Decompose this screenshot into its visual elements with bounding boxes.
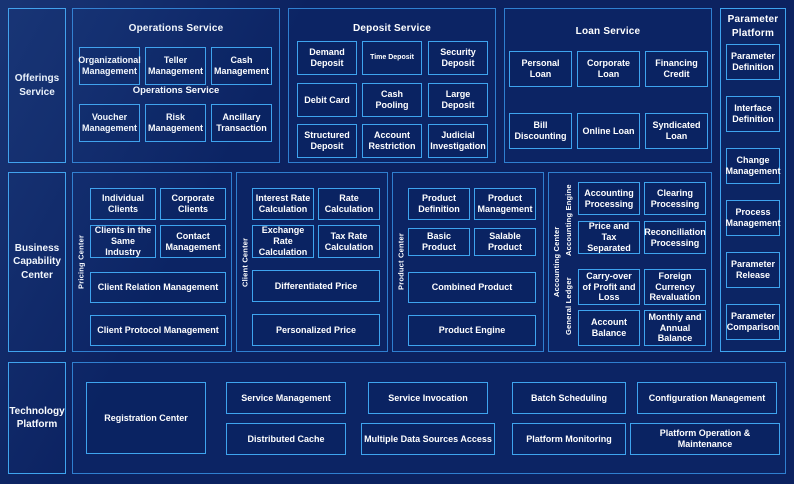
rail-offerings-service-label: Offerings Service (14, 73, 60, 98)
cell-reconciliation-processing[interactable]: Reconciliation Processing (644, 221, 706, 254)
cell-rate-calculation[interactable]: Rate Calculation (318, 188, 380, 220)
group-loan-service-title: Loan Service (575, 26, 641, 37)
cell-parameter-definition[interactable]: Parameter Definition (726, 44, 780, 80)
group-deposit-service-title: Deposit Service (352, 23, 432, 34)
vertical-label-product-center: Product Center (396, 233, 406, 291)
cell-service-invocation[interactable]: Service Invocation (368, 382, 488, 414)
cell-parameter-release[interactable]: Parameter Release (726, 252, 780, 288)
cell-demand-deposit[interactable]: Demand Deposit (297, 41, 357, 75)
cell-parameter-comparison[interactable]: Parameter Comparison (726, 304, 780, 340)
cell-client-relation-management[interactable]: Client Relation Management (90, 272, 226, 303)
cell-teller-management[interactable]: Teller Management (145, 47, 206, 85)
group-operations-service-duplicate-title: Operations Service (132, 85, 220, 96)
rail-offerings-service: Offerings Service (8, 8, 66, 163)
cell-product-engine[interactable]: Product Engine (408, 315, 536, 346)
rail-technology-platform: Technology Platform (8, 362, 66, 474)
rail-technology-platform-label: Technology Platform (9, 405, 65, 431)
cell-account-restriction[interactable]: Account Restriction (362, 124, 422, 158)
cell-debit-card[interactable]: Debit Card (297, 83, 357, 117)
cell-security-deposit[interactable]: Security Deposit (428, 41, 488, 75)
cell-cash-management[interactable]: Cash Management (211, 47, 272, 85)
vertical-label-accounting-engine: Accounting Engine (564, 184, 573, 256)
cell-platform-operation-maintenance[interactable]: Platform Operation & Maintenance (630, 423, 780, 455)
cell-distributed-cache[interactable]: Distributed Cache (226, 423, 346, 455)
cell-differentiated-price[interactable]: Differentiated Price (252, 270, 380, 302)
cell-individual-clients[interactable]: Individual Clients (90, 188, 156, 220)
cell-clients-in-the-same-industry[interactable]: Clients in the Same Industry (90, 225, 156, 258)
cell-financing-credit[interactable]: Financing Credit (645, 51, 708, 87)
cell-personalized-price[interactable]: Personalized Price (252, 314, 380, 346)
cell-monthly-and-annual-balance[interactable]: Monthly and Annual Balance (644, 310, 706, 346)
vertical-label-accounting-center: Accounting Center (552, 226, 561, 298)
cell-interface-definition[interactable]: Interface Definition (726, 96, 780, 132)
cell-product-definition[interactable]: Product Definition (408, 188, 470, 220)
group-operations-service-title: Operations Service (128, 23, 224, 34)
cell-syndicated-loan[interactable]: Syndicated Loan (645, 113, 708, 149)
cell-client-protocol-management[interactable]: Client Protocol Management (90, 315, 226, 346)
cell-personal-loan[interactable]: Personal Loan (509, 51, 572, 87)
vertical-label-client-center: Client Center (240, 237, 250, 287)
cell-tax-rate-calculation[interactable]: Tax Rate Calculation (318, 225, 380, 258)
cell-service-management[interactable]: Service Management (226, 382, 346, 414)
cell-foreign-currency-revaluation[interactable]: Foreign Currency Revaluation (644, 269, 706, 305)
cell-combined-product[interactable]: Combined Product (408, 272, 536, 303)
cell-judicial-investigation[interactable]: Judicial Investigation (428, 124, 488, 158)
cell-carry-over-of-profit-and-loss[interactable]: Carry-over of Profit and Loss (578, 269, 640, 305)
cell-structured-deposit[interactable]: Structured Deposit (297, 124, 357, 158)
cell-interest-rate-calculation[interactable]: Interest Rate Calculation (252, 188, 314, 220)
cell-platform-monitoring[interactable]: Platform Monitoring (512, 423, 626, 455)
cell-basic-product[interactable]: Basic Product (408, 228, 470, 256)
cell-ancillary-transaction[interactable]: Ancillary Transaction (211, 104, 272, 142)
rail-business-capability-center-label: Business Capability Center (13, 242, 61, 281)
cell-account-balance[interactable]: Account Balance (578, 310, 640, 346)
parameter-platform-title-line1: Parameter (727, 14, 779, 25)
cell-bill-discounting[interactable]: Bill Discounting (509, 113, 572, 149)
cell-voucher-management[interactable]: Voucher Management (79, 104, 140, 142)
cell-accounting-processing[interactable]: Accounting Processing (578, 182, 640, 215)
cell-risk-management[interactable]: Risk Management (145, 104, 206, 142)
cell-configuration-management[interactable]: Configuration Management (637, 382, 777, 414)
cell-multiple-data-sources-access[interactable]: Multiple Data Sources Access (361, 423, 495, 455)
cell-time-deposit[interactable]: Time Deposit (362, 41, 422, 75)
cell-large-deposit[interactable]: Large Deposit (428, 83, 488, 117)
parameter-platform-title-line2: Platform (731, 28, 775, 39)
cell-corporate-clients[interactable]: Corporate Clients (160, 188, 226, 220)
vertical-label-general-ledger: General Ledger (564, 277, 573, 335)
cell-exchange-rate-calculation[interactable]: Exchange Rate Calculation (252, 225, 314, 258)
rail-business-capability-center: Business Capability Center (8, 172, 66, 352)
cell-cash-pooling[interactable]: Cash Pooling (362, 83, 422, 117)
cell-registration-center[interactable]: Registration Center (86, 382, 206, 454)
vertical-label-pricing-center: Pricing Center (76, 234, 86, 290)
cell-change-management[interactable]: Change Management (726, 148, 781, 184)
cell-process-management[interactable]: Process Management (726, 200, 781, 236)
cell-price-and-tax-separated[interactable]: Price and Tax Separated (578, 221, 640, 254)
cell-contact-management[interactable]: Contact Management (160, 225, 226, 258)
cell-salable-product[interactable]: Salable Product (474, 228, 536, 256)
cell-product-management[interactable]: Product Management (474, 188, 536, 220)
cell-batch-scheduling[interactable]: Batch Scheduling (512, 382, 626, 414)
cell-clearing-processing[interactable]: Clearing Processing (644, 182, 706, 215)
cell-organizational-management[interactable]: Organizational Management (78, 47, 141, 85)
cell-online-loan[interactable]: Online Loan (577, 113, 640, 149)
cell-corporate-loan[interactable]: Corporate Loan (577, 51, 640, 87)
